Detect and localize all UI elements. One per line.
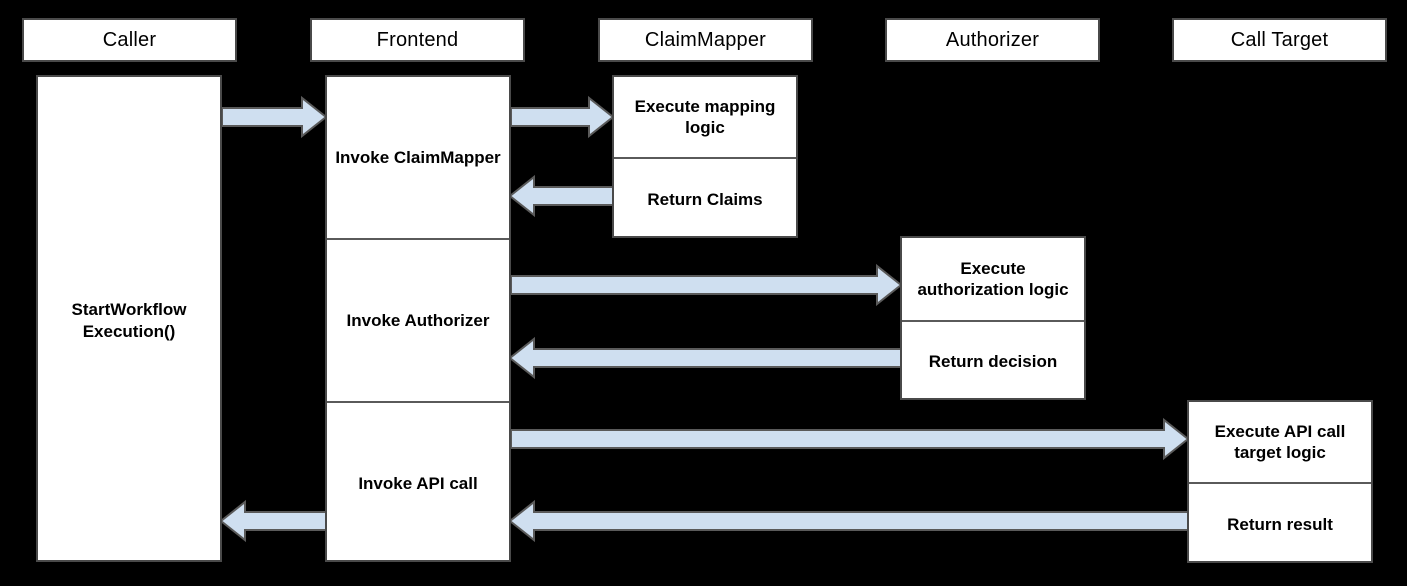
- activation-segment-return-claims: Return Claims: [614, 157, 796, 240]
- lifeline-header-claimmapper: ClaimMapper: [598, 18, 813, 62]
- activation-segment-execute-api-call-target-logic: Execute API call target logic: [1189, 402, 1371, 482]
- activation-segment-label: Invoke ClaimMapper: [335, 147, 501, 167]
- lifeline-header-label: Caller: [102, 28, 157, 51]
- activation-segment-label: Execute API call target logic: [1214, 421, 1346, 462]
- activation-segment-return-result: Return result: [1189, 482, 1371, 565]
- activation-segment-invoke-authorizer: Invoke Authorizer: [327, 238, 509, 401]
- activation-segment-invoke-claimmapper: Invoke ClaimMapper: [327, 77, 509, 238]
- message-arrow-msg-authorizer-to-frontend: [508, 336, 902, 380]
- lifeline-header-frontend: Frontend: [310, 18, 525, 62]
- activation-segment-label: Execute authorization logic: [917, 258, 1069, 299]
- message-arrow-msg-frontend-to-authorizer: [510, 263, 903, 307]
- lifeline-header-label: Frontend: [376, 28, 459, 51]
- activation-caller-activation: StartWorkflow Execution(): [36, 75, 222, 562]
- activation-segment-label: Return Claims: [647, 189, 763, 209]
- activation-segment-invoke-api-call: Invoke API call: [327, 401, 509, 564]
- lifeline-header-calltarget: Call Target: [1172, 18, 1387, 62]
- activation-segment-execute-authorization-logic: Execute authorization logic: [902, 238, 1084, 320]
- activation-segment-start-workflow-execution: StartWorkflow Execution(): [38, 77, 220, 564]
- activation-segment-label: Return decision: [928, 352, 1058, 372]
- activation-segment-label: Return result: [1227, 514, 1333, 534]
- lifeline-header-caller: Caller: [22, 18, 237, 62]
- message-arrow-msg-frontend-to-caller: [219, 499, 327, 543]
- activation-segment-label: Execute mapping logic: [634, 96, 776, 137]
- lifeline-header-label: Call Target: [1230, 28, 1329, 51]
- message-arrow-msg-caller-to-frontend: [221, 95, 328, 139]
- lifeline-header-authorizer: Authorizer: [885, 18, 1100, 62]
- message-arrow-msg-calltarget-to-frontend: [508, 499, 1189, 543]
- activation-segment-label: Invoke Authorizer: [346, 310, 490, 330]
- lifeline-header-label: Authorizer: [945, 28, 1040, 51]
- lifeline-header-label: ClaimMapper: [644, 28, 767, 51]
- message-arrow-msg-claimmapper-to-frontend: [508, 174, 614, 218]
- activation-segment-label: StartWorkflow Execution(): [71, 300, 187, 341]
- message-arrow-msg-frontend-to-claimmapper: [510, 95, 615, 139]
- activation-segment-return-decision: Return decision: [902, 320, 1084, 402]
- activation-segment-execute-mapping-logic: Execute mapping logic: [614, 77, 796, 157]
- message-arrow-msg-frontend-to-calltarget: [510, 417, 1190, 461]
- activation-segment-label: Invoke API call: [358, 473, 478, 493]
